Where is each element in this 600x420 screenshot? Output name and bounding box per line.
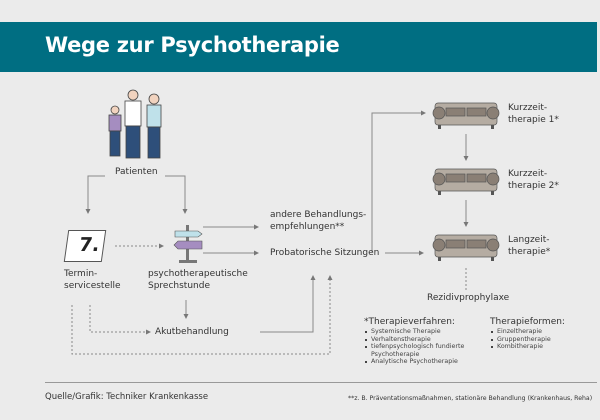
header-banner: Wege zur Psychotherapie	[0, 22, 597, 72]
source-label: Quelle/Grafik: Techniker Krankenkasse	[45, 392, 209, 402]
footer-divider	[45, 382, 597, 383]
list-item: Verhaltenstherapie	[364, 336, 484, 344]
sofa-icon-langzeit	[432, 234, 500, 261]
family-icon	[108, 89, 162, 159]
therapieverfahren-list: *Therapieverfahren: Systemische Therapie…	[364, 317, 484, 366]
page-title: Wege zur Psychotherapie	[45, 33, 340, 57]
list-item: Gruppentherapie	[490, 336, 590, 344]
rezidivprophylaxe-label: Rezidivprophylaxe	[427, 293, 510, 303]
list-item: Einzeltherapie	[490, 328, 590, 336]
signpost-icon	[173, 225, 203, 263]
patients-label: Patienten	[115, 167, 158, 177]
list-item: Analytische Psychotherapie	[364, 358, 484, 366]
list-item: Systemische Therapie	[364, 328, 484, 336]
therapieformen-title: Therapieformen:	[490, 317, 565, 327]
akutbehandlung-label: Akutbehandlung	[155, 327, 229, 337]
andere-behandlung-label: andere Behandlungs-empfehlungen**	[270, 210, 367, 232]
probatorische-sitzungen-label: Probatorische Sitzungen	[270, 248, 380, 258]
list-item: Kombitherapie	[490, 343, 590, 351]
kurzzeittherapie-1-label: Kurzzeit-therapie 1*	[508, 103, 559, 125]
therapieverfahren-title: *Therapieverfahren:	[364, 317, 455, 327]
calendar-icon: 7.	[63, 230, 107, 262]
terminservicestelle-label: Termin-servicestelle	[64, 269, 121, 291]
kurzzeittherapie-2-label: Kurzzeit-therapie 2*	[508, 169, 559, 191]
langzeittherapie-label: Langzeit-therapie*	[508, 235, 551, 257]
sofa-icon-kurzzeit-1	[432, 102, 500, 129]
footnote: **z. B. Präventationsmaßnahmen, stationä…	[348, 395, 593, 402]
calendar-day: 7.	[77, 234, 102, 256]
sofa-icon-kurzzeit-2	[432, 168, 500, 195]
list-item: tiefenpsychologisch fundierte Psychother…	[364, 343, 484, 358]
